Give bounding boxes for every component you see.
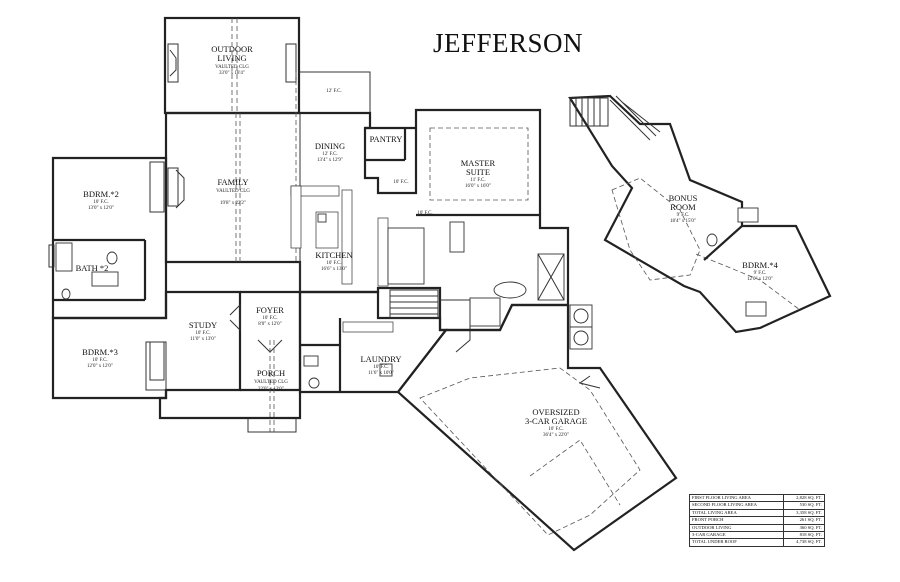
- area-label: SECOND FLOOR LIVING AREA: [689, 501, 784, 510]
- porch-label: PORCH: [257, 368, 285, 378]
- dining-ceiling: 12' F.C.: [322, 152, 337, 157]
- garage-label-2: 3-CAR GARAGE: [525, 416, 587, 426]
- laundry-label: LAUNDRY: [360, 354, 401, 364]
- family-ceiling: VAULTED CLG: [216, 189, 250, 194]
- dining-dims: 13'4" x 12'9": [317, 158, 343, 163]
- garage-dims: 36'4" x 22'0": [543, 433, 569, 438]
- main-floor-walls: [48, 72, 570, 400]
- area-label: TOTAL LIVING AREA: [689, 508, 784, 518]
- dining-label: DINING: [315, 141, 345, 151]
- ceiling-note-3: 10' F.C.: [417, 211, 432, 216]
- foyer-label: FOYER: [256, 305, 284, 315]
- family-dims: 19'8" x 22'2": [220, 201, 246, 206]
- garage-label: OVERSIZED: [532, 407, 579, 417]
- area-label: FIRST FLOOR LIVING AREA: [689, 493, 784, 503]
- ceiling-note-1: 12' F.C.: [326, 89, 341, 94]
- bdrm3-dims: 12'0" x 12'0": [87, 364, 113, 369]
- ceiling-note-2: 10' F.C.: [393, 180, 408, 185]
- master-ceiling: 11' F.C.: [470, 178, 485, 183]
- area-label: TOTAL UNDER ROOF: [689, 538, 784, 547]
- bonus-label-2: ROOM: [670, 202, 696, 212]
- outdoor-living-dims: 33'0" x 18'4": [219, 71, 245, 76]
- garage-ceiling: 10' F.C.: [548, 427, 563, 432]
- kitchen-ceiling: 10' F.C.: [326, 261, 341, 266]
- pantry-label: PANTRY: [370, 134, 403, 144]
- area-value: 360 SQ. FT.: [783, 523, 825, 533]
- porch-area: [158, 340, 302, 433]
- bath2-label: BATH *2: [76, 263, 109, 273]
- master-label-2: SUITE: [466, 167, 490, 177]
- kitchen-label: KITCHEN: [315, 250, 352, 260]
- area-label: 3-CAR GARAGE: [689, 531, 784, 540]
- bdrm3-label: BDRM.*3: [82, 347, 118, 357]
- porch-ceiling: VAULTED CLG: [254, 380, 288, 385]
- bdrm4-dims: 12'0" x 12'0": [747, 277, 773, 282]
- laundry-dims: 11'6" x 10'0": [368, 371, 394, 376]
- plan-title: JEFFERSON: [433, 28, 584, 58]
- foyer-dims: 8'0" x 12'0": [258, 322, 281, 327]
- outdoor-living-label: OUTDOOR: [211, 44, 253, 54]
- bdrm2-label: BDRM.*2: [83, 189, 119, 199]
- bonus-floor: [568, 94, 832, 334]
- master-label: MASTER: [461, 158, 496, 168]
- family-label: FAMILY: [217, 177, 248, 187]
- master-dims: 16'0" x 16'0": [465, 184, 491, 189]
- garage-area: [396, 303, 678, 552]
- bonus-label: BONUS: [669, 193, 698, 203]
- bonus-dims: 18'4" x 15'0": [670, 219, 696, 224]
- study-dims: 11'0" x 13'0": [190, 337, 216, 342]
- outdoor-living-label-2: LIVING: [217, 53, 246, 63]
- outdoor-living-area: [163, 16, 371, 115]
- outdoor-living-ceiling: VAULTED CLG: [215, 65, 249, 70]
- area-label: OUTDOOR LIVING: [689, 523, 784, 533]
- area-label: FRONT PORCH: [689, 516, 784, 525]
- room-labels: OUTDOOR LIVING VAULTED CLG 33'0" x 18'4"…: [76, 44, 779, 438]
- bonus-ceiling: 9' F.C.: [677, 213, 690, 218]
- area-value: 818 SQ. FT.: [783, 531, 825, 540]
- bdrm4-label: BDRM.*4: [742, 260, 778, 270]
- porch-dims: 22'0" x 12'0": [258, 387, 284, 392]
- foyer-ceiling: 10' F.C.: [262, 316, 277, 321]
- area-value: 4,738 SQ. FT.: [783, 538, 825, 547]
- area-value: 261 SQ. FT.: [783, 516, 825, 525]
- laundry-ceiling: 10' F.C.: [373, 365, 388, 370]
- area-value: 530 SQ. FT.: [783, 501, 825, 510]
- study-label: STUDY: [189, 320, 217, 330]
- study-ceiling: 10' F.C.: [195, 331, 210, 336]
- area-value: 2,828 SQ. FT.: [783, 493, 825, 503]
- bdrm3-ceiling: 10' F.C.: [92, 358, 107, 363]
- stairs-main: [389, 289, 471, 353]
- bdrm2-ceiling: 10' F.C.: [93, 200, 108, 205]
- bdrm4-ceiling: 9' F.C.: [754, 271, 767, 276]
- kitchen-dims: 16'6" x 13'0": [321, 267, 347, 272]
- bdrm2-dims: 13'0" x 12'0": [88, 206, 114, 211]
- area-value: 3,358 SQ. FT.: [783, 508, 825, 518]
